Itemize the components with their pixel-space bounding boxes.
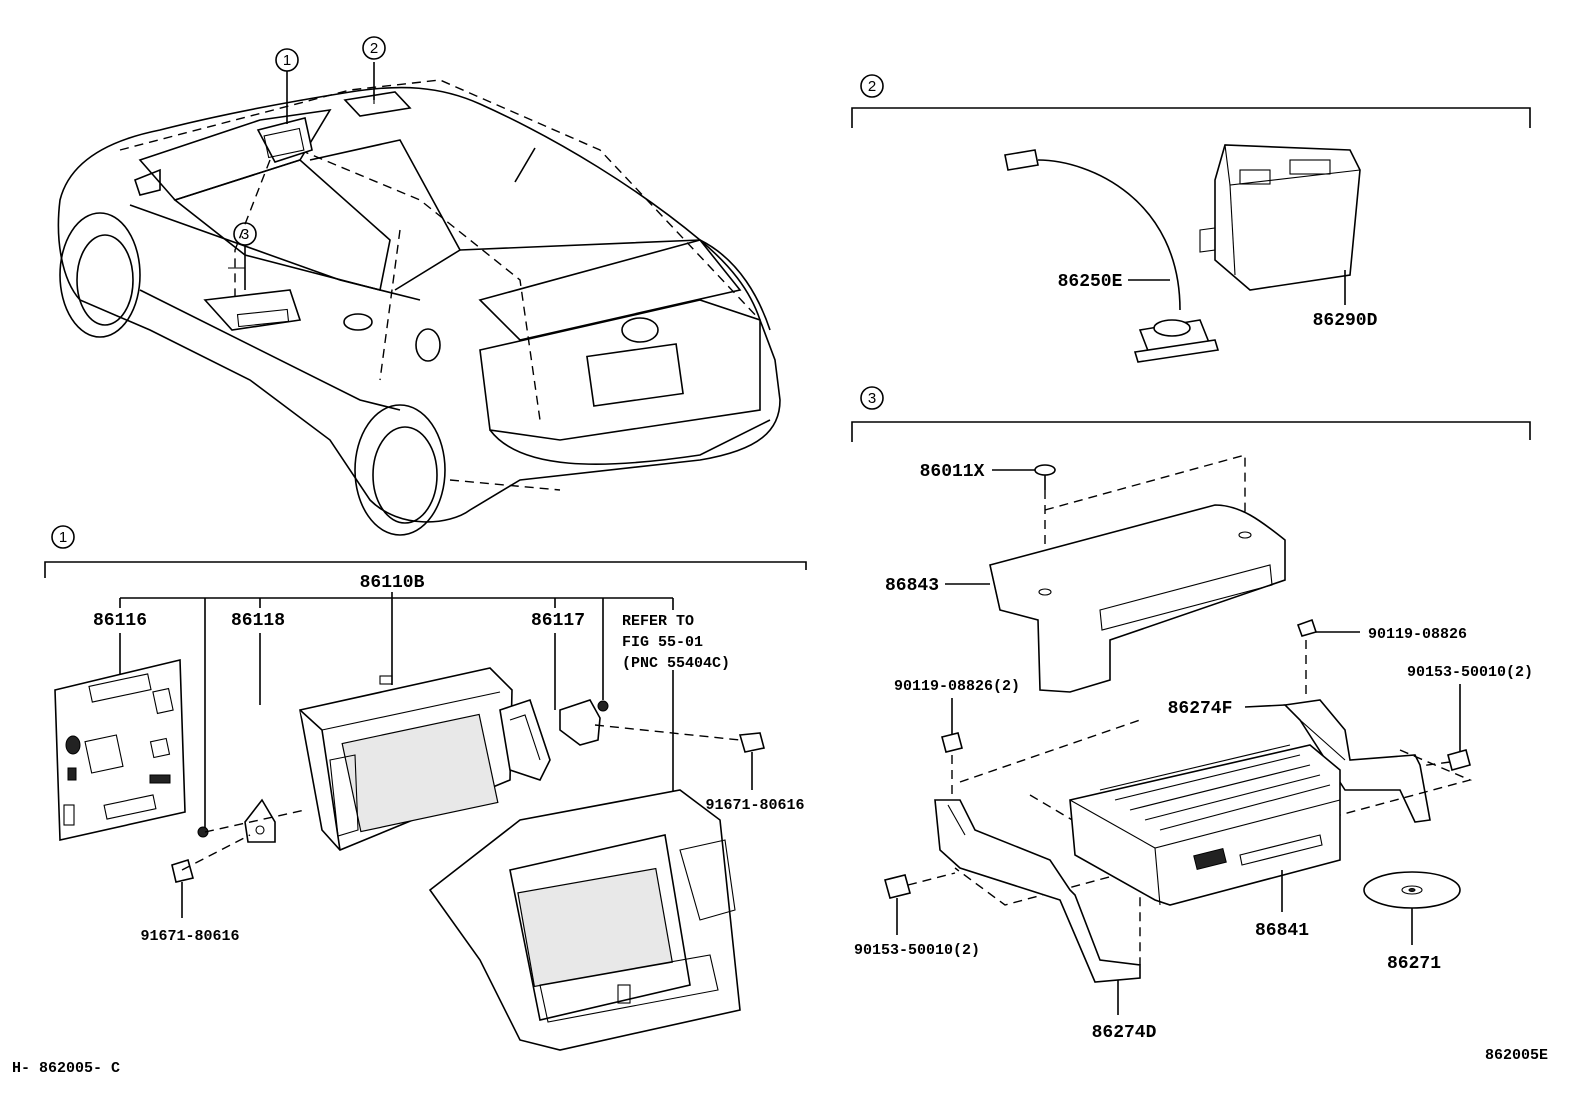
section-1-marker <box>51 525 75 549</box>
label-bolt-top: 90119-08826 <box>1368 626 1467 643</box>
section-3-marker <box>860 386 884 410</box>
vehicle-illustration <box>57 62 781 536</box>
label-bolt-right: 90153-50010(2) <box>1407 664 1533 681</box>
footer-left-code: H- 862005- C <box>12 1060 120 1077</box>
disc-86271: 86271 <box>1363 871 1461 974</box>
label-86110b: 86110B <box>360 573 425 593</box>
label-86843: 86843 <box>885 576 939 596</box>
clip-86011x: 86011X <box>920 454 1246 590</box>
bolt-90153-right: 90153-50010(2) <box>1389 664 1533 771</box>
changer-86841: 86841 <box>1069 744 1341 941</box>
svg-text:1: 1 <box>283 52 291 69</box>
label-screw-right: 91671-80616 <box>705 797 804 814</box>
label-86117: 86117 <box>531 611 585 631</box>
circuit-board-86116 <box>54 633 186 841</box>
section-2-marker <box>860 74 884 98</box>
label-refer-line1: REFER TO <box>622 613 694 630</box>
bracket-86117 <box>554 633 609 746</box>
bolt-90153-lower-left: 90153-50010(2) <box>854 872 980 959</box>
label-refer-line2: FIG 55-01 <box>622 634 703 651</box>
bolt-90119-left: 90119-08826(2) <box>894 678 1020 810</box>
screw-91671-left: 91671-80616 <box>140 834 251 945</box>
label-86274f: 86274F <box>1168 699 1233 719</box>
svg-text:3: 3 <box>868 390 876 407</box>
callout-2: 2 <box>362 36 386 60</box>
receiver-86290d: 86290D <box>1199 144 1378 331</box>
cover-86843: 86843 <box>885 504 1286 693</box>
svg-text:1: 1 <box>59 529 67 546</box>
bracket-86274d: 86274D <box>934 799 1157 1043</box>
screw-91671-right: 91671-80616 <box>705 732 805 814</box>
bolt-90119-top: 90119-08826 <box>1296 618 1467 700</box>
label-bolt-lower-left: 90153-50010(2) <box>854 942 980 959</box>
label-86841: 86841 <box>1255 921 1309 941</box>
bracket-86118 <box>244 633 276 843</box>
label-refer-line3: (PNC 55404C) <box>622 655 730 672</box>
section-2-antenna-receiver: 2 86250E 86290D <box>851 74 1531 363</box>
svg-text:2: 2 <box>370 40 378 57</box>
label-86271: 86271 <box>1387 954 1441 974</box>
label-86250e: 86250E <box>1058 272 1123 292</box>
label-86274d: 86274D <box>1092 1023 1157 1043</box>
dash-bezel <box>428 670 741 1051</box>
section-3-changer: 3 86011X 86843 90119-08826 <box>851 386 1533 1043</box>
label-screw-left: 91671-80616 <box>140 928 239 945</box>
section-1-display-assembly: 1 86110B 86116 86118 86117 REFER TO FIG … <box>44 525 807 1051</box>
label-86290d: 86290D <box>1313 311 1378 331</box>
svg-text:2: 2 <box>868 78 876 95</box>
callout-3: 3 <box>233 222 257 246</box>
antenna-86250e: 86250E <box>1004 149 1220 363</box>
display-unit-86110b <box>299 667 551 851</box>
label-bolt-left: 90119-08826(2) <box>894 678 1020 695</box>
svg-text:3: 3 <box>241 226 249 243</box>
label-86118: 86118 <box>231 611 285 631</box>
footer-right-code: 862005E <box>1485 1047 1548 1064</box>
label-86011x: 86011X <box>920 462 985 482</box>
label-86116: 86116 <box>93 611 147 631</box>
callout-1: 1 <box>275 48 299 72</box>
